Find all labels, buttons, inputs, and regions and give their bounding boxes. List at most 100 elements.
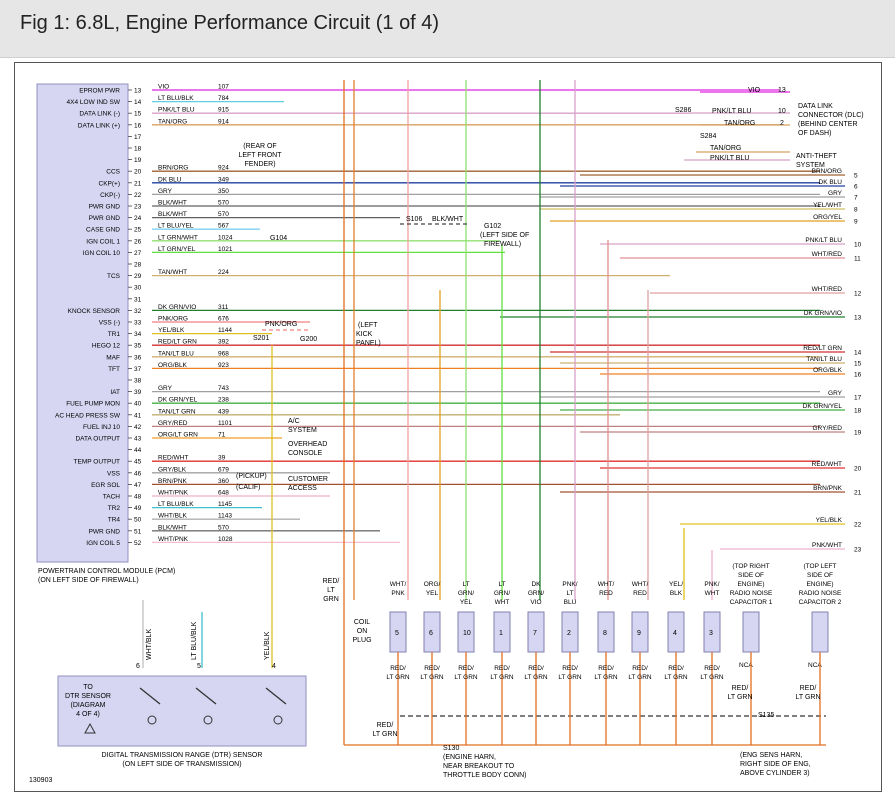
coil-wire-color: LT: [566, 590, 573, 597]
radio-noise-capacitor: [742, 611, 760, 653]
pcm-pin-number: 18: [134, 146, 142, 153]
right-wire-color: GRY/RED: [813, 425, 843, 432]
circuit-number: 648: [218, 490, 229, 497]
pcm-pin-label: FUEL INJ 10: [83, 424, 120, 431]
note-blkwht: BLK/WHT: [432, 216, 464, 223]
coil-number: 9: [637, 630, 641, 637]
coil-wire-color: YEL: [460, 599, 473, 606]
circuit-number: 923: [218, 362, 229, 369]
cap-red-2: RED/: [800, 685, 817, 692]
coil-bottom-color: LT GRN: [490, 674, 514, 681]
dtr-pin-4: 4: [272, 663, 276, 670]
wire-color-label: WHT/PNK: [158, 490, 189, 497]
wire-color-label: WHT/BLK: [158, 513, 188, 520]
dtr-wire-1: WHT/BLK: [146, 629, 153, 660]
pcm-pin-label: IGN COIL 10: [83, 250, 121, 257]
circuit-number: 1143: [218, 513, 232, 520]
pcm-pin-label: VSS: [107, 470, 121, 477]
right-wire-color: RED/WHT: [812, 461, 842, 468]
dtr-caption-2: (ON LEFT SIDE OF TRANSMISSION): [122, 761, 241, 768]
capacitor-label: CAPACITOR 1: [730, 599, 773, 606]
pcm-pin-label: CASE GND: [86, 227, 120, 234]
dtr-pin-6: 6: [136, 663, 140, 670]
dtr-to-1: TO: [83, 684, 93, 691]
dlc-10: 10: [778, 108, 786, 115]
pcm-pin-label: HEGO 12: [92, 343, 121, 350]
pcm-pin-label: AC HEAD PRESS SW: [55, 412, 121, 419]
wire-color-label: DK GRN/YEL: [158, 397, 198, 404]
coil-bottom-color: RED/: [668, 665, 684, 672]
coil-wire-color: PNK: [391, 590, 405, 597]
dtr-box: [57, 675, 307, 747]
coil-wire-color: VIO: [530, 599, 541, 606]
dlc-title-2: CONNECTOR (DLC): [798, 112, 864, 119]
right-wire-number: 12: [854, 291, 862, 298]
note-rear-3: FENDER): [244, 161, 275, 168]
right-wire-number: 18: [854, 408, 862, 415]
pcm-pin-number: 49: [134, 505, 142, 512]
right-wire-color: DK GRN/YEL: [803, 403, 843, 410]
coil-bottom-color: LT GRN: [628, 674, 652, 681]
pcm-pin-number: 13: [134, 88, 142, 95]
coil-wire-color: ORG/: [424, 581, 441, 588]
right-wire-color: PNK/LT BLU: [805, 237, 842, 244]
right-wire-number: 13: [854, 315, 862, 322]
circuit-number: 39: [218, 455, 226, 462]
right-wire-number: 8: [854, 207, 858, 214]
dtr-switch-0: [139, 687, 161, 705]
note-calif: (CALIF): [236, 484, 261, 491]
right-wire-color: YEL/WHT: [813, 202, 842, 209]
note-rear-2: LEFT FRONT: [238, 152, 282, 159]
cap-ltgrn-2: LT GRN: [795, 694, 820, 701]
pcm-pin-number: 23: [134, 204, 142, 211]
coil-wire-color: GRN/: [494, 590, 510, 597]
pcm-pin-label: TEMP OUTPUT: [74, 459, 120, 466]
coil-number: 4: [673, 630, 677, 637]
circuit-number: 914: [218, 118, 229, 125]
circuit-number: 392: [218, 339, 229, 346]
capacitor-label: RADIO NOISE: [730, 590, 773, 597]
wire-color-label: TAN/LT GRN: [158, 408, 196, 415]
capacitor-label: (TOP LEFT: [804, 563, 837, 570]
nca-label: NCA: [739, 662, 753, 669]
wire-color-label: PNK/LT BLU: [158, 107, 195, 114]
pcm-pin-number: 41: [134, 412, 142, 419]
pcm-pin-number: 35: [134, 343, 142, 350]
eng-3: ABOVE CYLINDER 3): [740, 770, 810, 777]
pcm-pin-number: 44: [134, 447, 142, 454]
eng-1: (ENG SENS HARN,: [740, 752, 802, 759]
wire-color-label: TAN/LT BLU: [158, 350, 194, 357]
right-wire-color: YEL/BLK: [816, 517, 843, 524]
note-oh-1: OVERHEAD: [288, 441, 327, 448]
right-wire-number: 7: [854, 195, 858, 202]
circuit-number: 350: [218, 188, 229, 195]
red-ltgrn-1: RED/: [323, 578, 340, 585]
right-wire-number: 23: [854, 547, 862, 554]
circuit-number: 311: [218, 304, 229, 311]
pcm-pin-number: 22: [134, 192, 142, 199]
dlc-13: 13: [778, 87, 786, 94]
s130-red: RED/: [377, 722, 394, 729]
note-rear-1: (REAR OF: [243, 143, 276, 150]
pcm-pin-number: 29: [134, 273, 142, 280]
coil-wire-color: GRN/: [528, 590, 544, 597]
figure-code: 130903: [29, 777, 52, 784]
coil-wire-color: YEL/: [669, 581, 683, 588]
pcm-pin-number: 52: [134, 540, 142, 547]
wire-color-label: PNK/ORG: [158, 316, 188, 323]
note-g102-3: FIREWALL): [484, 241, 521, 248]
note-pnkorg: PNK/ORG: [265, 321, 297, 328]
wire-color-label: DK BLU: [158, 176, 182, 183]
note-customer-2: ACCESS: [288, 485, 317, 492]
coil-number: 5: [395, 630, 399, 637]
dtr-contact: [273, 715, 283, 725]
note-pickup: (PICKUP): [236, 473, 267, 480]
right-wire-number: 16: [854, 372, 862, 379]
right-wire-color: RED/LT GRN: [803, 345, 842, 352]
pcm-pin-label: VSS (-): [99, 320, 120, 327]
note-oh-2: CONSOLE: [288, 450, 323, 457]
note-g104: G104: [270, 235, 287, 242]
s135-label: S135: [758, 712, 774, 719]
right-wire-number: 10: [854, 242, 862, 249]
